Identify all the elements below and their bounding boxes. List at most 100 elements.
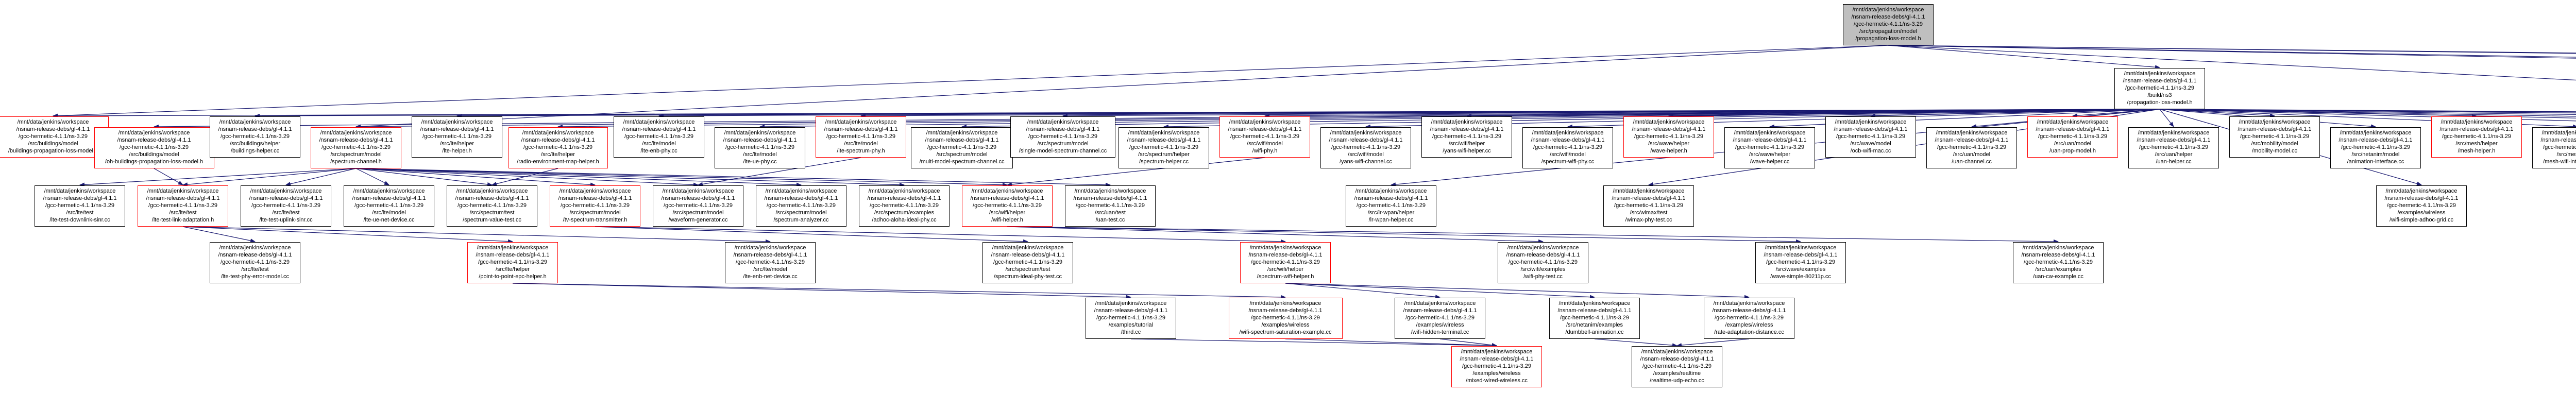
- node-path-line: /src/uan/test: [1095, 210, 1126, 216]
- node-path-line: /tv-spectrum-transmitter.h: [563, 217, 628, 223]
- graph-node[interactable]: /mnt/data/jenkins/workspace/nsnam-releas…: [2027, 116, 2118, 158]
- graph-node[interactable]: /mnt/data/jenkins/workspace/nsnam-releas…: [982, 242, 1073, 283]
- node-path-line: /gcc-hermetic-4.1.1/ns-3.29: [1854, 21, 1923, 27]
- graph-node[interactable]: /mnt/data/jenkins/workspace/nsnam-releas…: [816, 116, 906, 158]
- node-path-line: /mnt/data/jenkins/workspace: [353, 188, 425, 194]
- graph-root-node[interactable]: /mnt/data/jenkins/workspace/nsnam-releas…: [1843, 4, 1934, 45]
- node-path-line: /gcc-hermetic-4.1.1/ns-3.29: [1129, 144, 1198, 150]
- graph-node[interactable]: /mnt/data/jenkins/workspace/nsnam-releas…: [1755, 242, 1846, 283]
- graph-node[interactable]: /mnt/data/jenkins/workspace/nsnam-releas…: [210, 116, 300, 158]
- node-path-line: /src/lte/helper: [495, 266, 530, 272]
- graph-node[interactable]: /mnt/data/jenkins/workspace/nsnam-releas…: [1926, 127, 2017, 168]
- graph-node[interactable]: /mnt/data/jenkins/workspace/nsnam-releas…: [467, 242, 558, 283]
- include-edge: [2159, 109, 2576, 112]
- graph-node[interactable]: /mnt/data/jenkins/workspace/nsnam-releas…: [138, 185, 228, 227]
- graph-node[interactable]: /mnt/data/jenkins/workspace/nsnam-releas…: [2532, 127, 2576, 168]
- graph-node[interactable]: /mnt/data/jenkins/workspace/nsnam-releas…: [2431, 116, 2522, 158]
- node-path-line: /gcc-hermetic-4.1.1/ns-3.29: [1357, 202, 1426, 209]
- graph-node[interactable]: /mnt/data/jenkins/workspace/nsnam-releas…: [1522, 127, 1613, 168]
- graph-node[interactable]: /mnt/data/jenkins/workspace/nsnam-releas…: [1498, 242, 1588, 283]
- node-path-line: /gcc-hermetic-4.1.1/ns-3.29: [2024, 259, 2093, 265]
- node-path-line: /buildings-propagation-loss-model.h: [8, 148, 98, 154]
- graph-node[interactable]: /mnt/data/jenkins/workspace/nsnam-releas…: [1421, 116, 1512, 158]
- node-path-line: /src/wifi/helper: [989, 210, 1026, 216]
- node-path-line: /gcc-hermetic-4.1.1/ns-3.29: [870, 202, 939, 209]
- graph-node[interactable]: /mnt/data/jenkins/workspace/nsnam-releas…: [614, 116, 704, 158]
- graph-node[interactable]: /mnt/data/jenkins/workspace/nsnam-releas…: [715, 127, 805, 168]
- graph-node[interactable]: /mnt/data/jenkins/workspace/nsnam-releas…: [859, 185, 950, 227]
- include-edge: [1466, 109, 2160, 118]
- node-path-line: /gcc-hermetic-4.1.1/ns-3.29: [457, 202, 527, 209]
- graph-node[interactable]: /mnt/data/jenkins/workspace/nsnam-releas…: [1118, 127, 1209, 168]
- graph-node[interactable]: /mnt/data/jenkins/workspace/nsnam-releas…: [94, 127, 214, 168]
- graph-node[interactable]: /mnt/data/jenkins/workspace/nsnam-releas…: [1724, 127, 1815, 168]
- graph-node[interactable]: /mnt/data/jenkins/workspace/nsnam-releas…: [344, 185, 434, 227]
- graph-node[interactable]: /mnt/data/jenkins/workspace/nsnam-releas…: [1320, 127, 1411, 168]
- node-path-line: /gcc-hermetic-4.1.1/ns-3.29: [120, 144, 189, 150]
- node-path-line: /mesh-helper.h: [2458, 148, 2496, 154]
- graph-node[interactable]: /mnt/data/jenkins/workspace/nsnam-releas…: [2013, 242, 2104, 283]
- include-edge: [512, 283, 1286, 299]
- node-path-line: /nsnam-release-debs/gl-4.1.1: [2238, 126, 2312, 132]
- node-path-line: /mnt/data/jenkins/workspace: [2239, 119, 2311, 125]
- graph-node[interactable]: /mnt/data/jenkins/workspace/nsnam-releas…: [1451, 346, 1542, 387]
- graph-node[interactable]: /mnt/data/jenkins/workspace/nsnam-releas…: [0, 116, 109, 158]
- graph-node[interactable]: /mnt/data/jenkins/workspace/nsnam-releas…: [653, 185, 743, 227]
- graph-node[interactable]: /mnt/data/jenkins/workspace/nsnam-releas…: [210, 242, 300, 283]
- graph-node[interactable]: /mnt/data/jenkins/workspace/nsnam-releas…: [1219, 116, 1310, 158]
- graph-node[interactable]: /mnt/data/jenkins/workspace/nsnam-releas…: [35, 185, 125, 227]
- graph-node[interactable]: /mnt/data/jenkins/workspace/nsnam-releas…: [550, 185, 640, 227]
- node-path-line: /mnt/data/jenkins/workspace: [765, 188, 837, 194]
- node-path-line: /buildings-helper.cc: [230, 148, 280, 154]
- node-path-line: /nsnam-release-debs/gl-4.1.1: [1248, 252, 1323, 258]
- graph-node[interactable]: /mnt/data/jenkins/workspace/nsnam-releas…: [447, 185, 537, 227]
- graph-node[interactable]: /mnt/data/jenkins/workspace/nsnam-releas…: [2376, 185, 2467, 227]
- node-path-line: /nsnam-release-debs/gl-4.1.1: [146, 195, 220, 201]
- node-path-line: /src/wifi/model: [1247, 141, 1283, 147]
- node-path-line: /mnt/data/jenkins/workspace: [320, 130, 392, 136]
- node-path-line: /gcc-hermetic-4.1.1/ns-3.29: [993, 259, 1062, 265]
- graph-node[interactable]: /mnt/data/jenkins/workspace/nsnam-releas…: [1228, 298, 1343, 339]
- include-edge: [1264, 109, 2160, 118]
- graph-node[interactable]: /mnt/data/jenkins/workspace/nsnam-releas…: [2229, 116, 2320, 158]
- graph-node[interactable]: /mnt/data/jenkins/workspace/nsnam-releas…: [2128, 127, 2219, 168]
- graph-node[interactable]: /mnt/data/jenkins/workspace/nsnam-releas…: [1704, 298, 1794, 339]
- node-path-line: /mnt/data/jenkins/workspace: [477, 245, 549, 251]
- graph-node[interactable]: /mnt/data/jenkins/workspace/nsnam-releas…: [1395, 298, 1485, 339]
- node-path-line: /src/wifi/helper: [1267, 266, 1304, 272]
- graph-node[interactable]: /mnt/data/jenkins/workspace/nsnam-releas…: [412, 116, 502, 158]
- node-path-line: /nsnam-release-debs/gl-4.1.1: [117, 137, 191, 143]
- node-path-line: /nsnam-release-debs/gl-4.1.1: [2137, 137, 2211, 143]
- graph-node[interactable]: /mnt/data/jenkins/workspace/nsnam-releas…: [1623, 116, 1714, 158]
- node-path-line: /src/lr-wpan/helper: [1367, 210, 1415, 216]
- node-path-line: /src/wimax/test: [1630, 210, 1668, 216]
- node-path-line: /mnt/data/jenkins/workspace: [1852, 7, 1924, 13]
- node-path-line: /gcc-hermetic-4.1.1/ns-3.29: [251, 202, 320, 209]
- node-path-line: /src/lte/model: [372, 210, 406, 216]
- graph-node[interactable]: /mnt/data/jenkins/workspace/nsnam-releas…: [1010, 116, 1115, 158]
- graph-node[interactable]: /mnt/data/jenkins/workspace/nsnam-releas…: [1346, 185, 1436, 227]
- graph-node[interactable]: /mnt/data/jenkins/workspace/nsnam-releas…: [1240, 242, 1331, 283]
- graph-node[interactable]: /mnt/data/jenkins/workspace/nsnam-releas…: [1825, 116, 1916, 158]
- node-path-line: /mnt/data/jenkins/workspace: [1461, 349, 1533, 355]
- graph-node[interactable]: /mnt/data/jenkins/workspace/nsnam-releas…: [1632, 346, 1722, 387]
- graph-node[interactable]: /mnt/data/jenkins/workspace/nsnam-releas…: [241, 185, 331, 227]
- node-path-line: /multi-model-spectrum-channel.cc: [919, 159, 1005, 165]
- graph-node[interactable]: /mnt/data/jenkins/workspace/nsnam-releas…: [1086, 298, 1176, 339]
- graph-node[interactable]: /mnt/data/jenkins/workspace/nsnam-releas…: [2114, 68, 2205, 109]
- graph-node[interactable]: /mnt/data/jenkins/workspace/nsnam-releas…: [725, 242, 816, 283]
- graph-node[interactable]: /mnt/data/jenkins/workspace/nsnam-releas…: [1549, 298, 1640, 339]
- graph-node[interactable]: /mnt/data/jenkins/workspace/nsnam-releas…: [962, 185, 1053, 227]
- graph-node[interactable]: /mnt/data/jenkins/workspace/nsnam-releas…: [911, 127, 1013, 168]
- include-edge: [1888, 45, 2576, 54]
- include-edge: [355, 168, 802, 187]
- graph-node[interactable]: /mnt/data/jenkins/workspace/nsnam-releas…: [756, 185, 846, 227]
- node-path-line: /animation-interface.cc: [2347, 159, 2404, 165]
- node-path-line: /src/spectrum/test: [1005, 266, 1050, 272]
- graph-node[interactable]: /mnt/data/jenkins/workspace/nsnam-releas…: [1603, 185, 1694, 227]
- node-path-line: /nsnam-release-debs/gl-4.1.1: [1712, 307, 1786, 314]
- graph-node[interactable]: /mnt/data/jenkins/workspace/nsnam-releas…: [1065, 185, 1156, 227]
- graph-node[interactable]: /mnt/data/jenkins/workspace/nsnam-releas…: [311, 127, 401, 168]
- graph-node[interactable]: /mnt/data/jenkins/workspace/nsnam-releas…: [508, 127, 608, 168]
- graph-node[interactable]: /mnt/data/jenkins/workspace/nsnam-releas…: [2330, 127, 2421, 168]
